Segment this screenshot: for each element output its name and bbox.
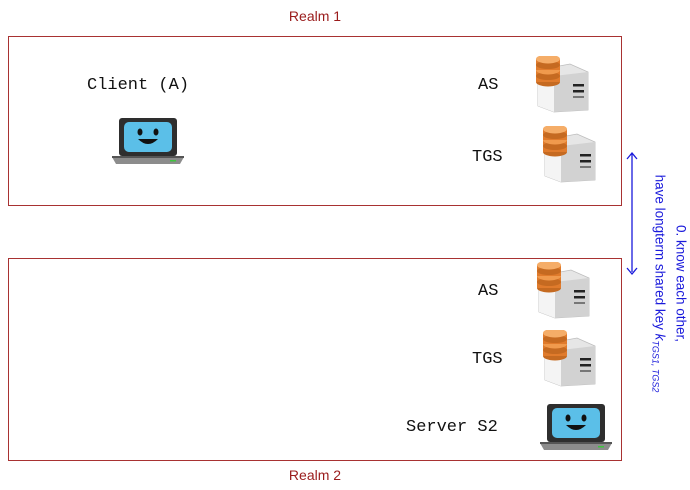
- client-laptop-icon: [110, 116, 186, 171]
- realm1-box: [8, 36, 622, 206]
- client-a-label: Client (A): [87, 76, 190, 95]
- realm2-box: [8, 258, 622, 461]
- realm2-title: Realm 2: [288, 467, 342, 483]
- annotation-line2: have longterm shared key kTGS1, TGS2: [645, 164, 671, 404]
- server-s2-laptop-icon: [538, 402, 614, 457]
- realm1-as-label: AS: [478, 76, 499, 95]
- realm1-title: Realm 1: [288, 8, 342, 24]
- realm2-tgs-server-icon: [537, 328, 601, 393]
- annotation-line2-text: have longterm shared key: [652, 174, 668, 330]
- realm1-tgs-label: TGS: [472, 148, 503, 167]
- annotation-line1: 0. know each other,: [673, 224, 689, 343]
- realm2-as-server-icon: [531, 260, 595, 325]
- realm2-as-label: AS: [478, 282, 499, 301]
- shared-key-arrow: [626, 151, 638, 276]
- realm1-tgs-server-icon: [537, 124, 601, 189]
- realm2-tgs-label: TGS: [472, 350, 503, 369]
- server-s2-label: Server S2: [406, 418, 498, 437]
- key-subscript: TGS1, TGS2: [650, 340, 661, 393]
- realm1-as-server-icon: [530, 54, 594, 119]
- key-symbol: k: [652, 333, 668, 341]
- shared-key-annotation: 0. know each other, have longterm shared…: [645, 164, 690, 404]
